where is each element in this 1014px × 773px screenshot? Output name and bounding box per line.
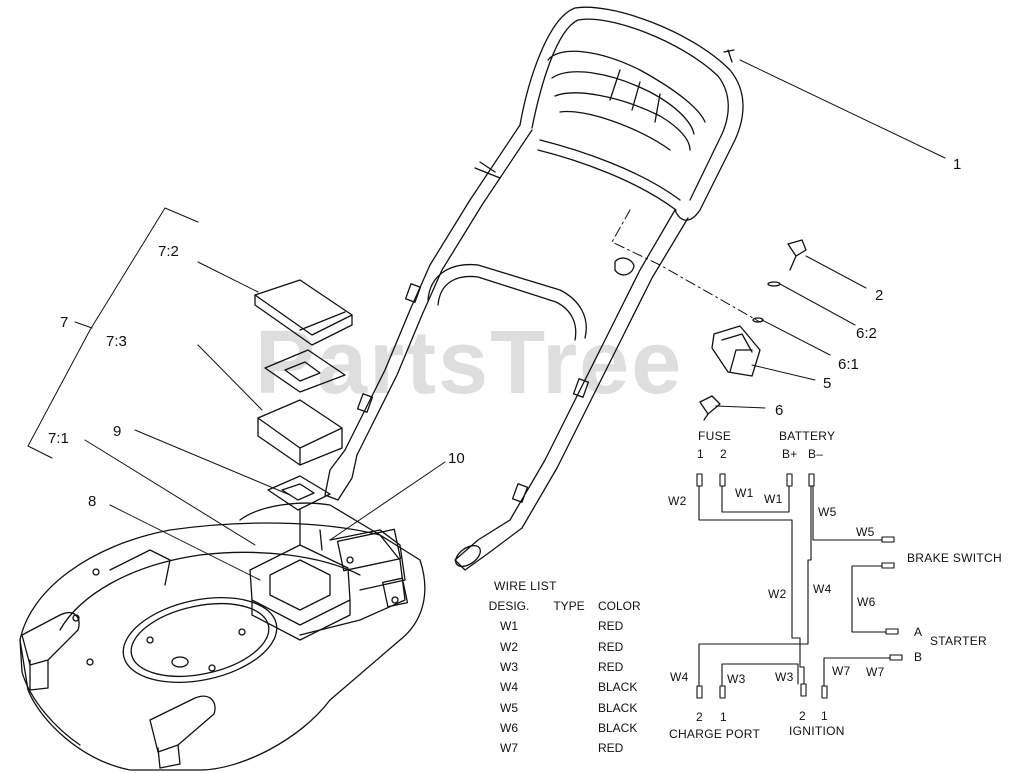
handle-assembly [324,6,744,571]
cell-color: RED [598,741,624,756]
cell-type [540,616,598,636]
cell-desig: W4 [500,680,518,695]
cell-color: RED [598,619,624,634]
callout-9: 9 [113,423,122,440]
wire-label-w4-left: W4 [670,670,689,684]
callout-6-1: 6:1 [838,356,859,373]
starter-label: STARTER [930,634,987,648]
wire-list-title: WIRE LIST [494,579,557,593]
wire-label-w2-top: W2 [668,494,687,508]
wire-label-w1-left: W1 [735,486,754,500]
callout-6-2: 6:2 [856,325,877,342]
callout-10: 10 [448,450,465,467]
col-header-type: TYPE [553,599,585,614]
brake-switch-label: BRAKE SWITCH [907,551,1002,565]
cell-desig: W2 [500,639,518,654]
table-row: W6 BLACK [478,718,658,738]
wire-label-w7-left: W7 [832,664,851,678]
starter-pin-b: B [914,650,923,664]
wire-label-w7-right: W7 [866,665,885,679]
callout-7-1: 7:1 [48,430,69,447]
cell-desig: W7 [500,741,518,756]
col-header-desig: DESIG. [488,599,530,614]
wire-list-header-row: DESIG. TYPE COLOR [478,596,658,616]
watermark: PartsTree [255,313,684,413]
table-row: W3 RED [478,657,658,677]
charge-port-label: CHARGE PORT [669,727,761,741]
callout-7-3: 7:3 [106,333,127,350]
battery-minus: B– [808,447,824,461]
leader-lines [27,59,946,581]
cell-type [540,718,598,738]
cell-color: BLACK [598,720,638,735]
wire-label-w2-mid: W2 [768,587,787,601]
fuse-pin-2: 2 [720,447,727,461]
cell-desig: W3 [500,660,518,675]
ignition-parts [699,239,807,421]
table-row: W5 BLACK [478,697,658,717]
starter-pin-a: A [914,625,923,639]
ignition-pin-2: 2 [799,709,806,723]
fuse-pin-1: 1 [697,447,704,461]
wire-label-w1-right: W1 [764,492,783,506]
battery-stack [249,279,353,641]
charge-port-pin-2: 2 [696,710,703,724]
table-row: W7 RED [478,738,658,758]
table-row: W4 BLACK [478,677,658,697]
ignition-label: IGNITION [789,724,845,738]
callout-2: 2 [875,287,884,304]
cell-desig: W5 [500,700,518,715]
battery-label: BATTERY [779,429,836,443]
wire-label-w3-right: W3 [775,670,794,684]
callout-8: 8 [88,493,97,510]
table-row: W2 RED [478,637,658,657]
cell-desig: W6 [500,720,518,735]
table-row: W1 RED [478,616,658,636]
callout-7: 7 [60,314,69,331]
wiring-schematic [696,473,903,699]
col-header-color: COLOR [598,599,641,614]
wire-label-w5-left: W5 [818,505,837,519]
callout-5: 5 [823,375,832,392]
mower-deck [19,502,426,771]
cell-desig: W1 [500,619,518,634]
wire-label-w3-left: W3 [727,672,746,686]
wire-label-w5-right: W5 [856,525,875,539]
wire-list-table: DESIG. TYPE COLOR W1 RED W2 RED W3 RED W… [478,596,658,758]
ignition-pin-1: 1 [821,709,828,723]
callout-7-2: 7:2 [158,243,179,260]
cell-color: BLACK [598,680,638,695]
wire-label-w6: W6 [857,595,876,609]
battery-plus: B+ [782,447,798,461]
callout-1: 1 [953,156,962,173]
callout-6: 6 [775,402,784,419]
cell-type [540,657,598,677]
cell-color: BLACK [598,700,638,715]
charge-port-pin-1: 1 [720,710,727,724]
cell-type [540,677,598,697]
wire-label-w4-right: W4 [813,582,832,596]
cell-type [540,637,598,657]
cell-type [540,697,598,717]
cell-type [540,738,598,758]
fuse-label: FUSE [698,429,732,443]
cell-color: RED [598,639,624,654]
cell-color: RED [598,660,624,675]
